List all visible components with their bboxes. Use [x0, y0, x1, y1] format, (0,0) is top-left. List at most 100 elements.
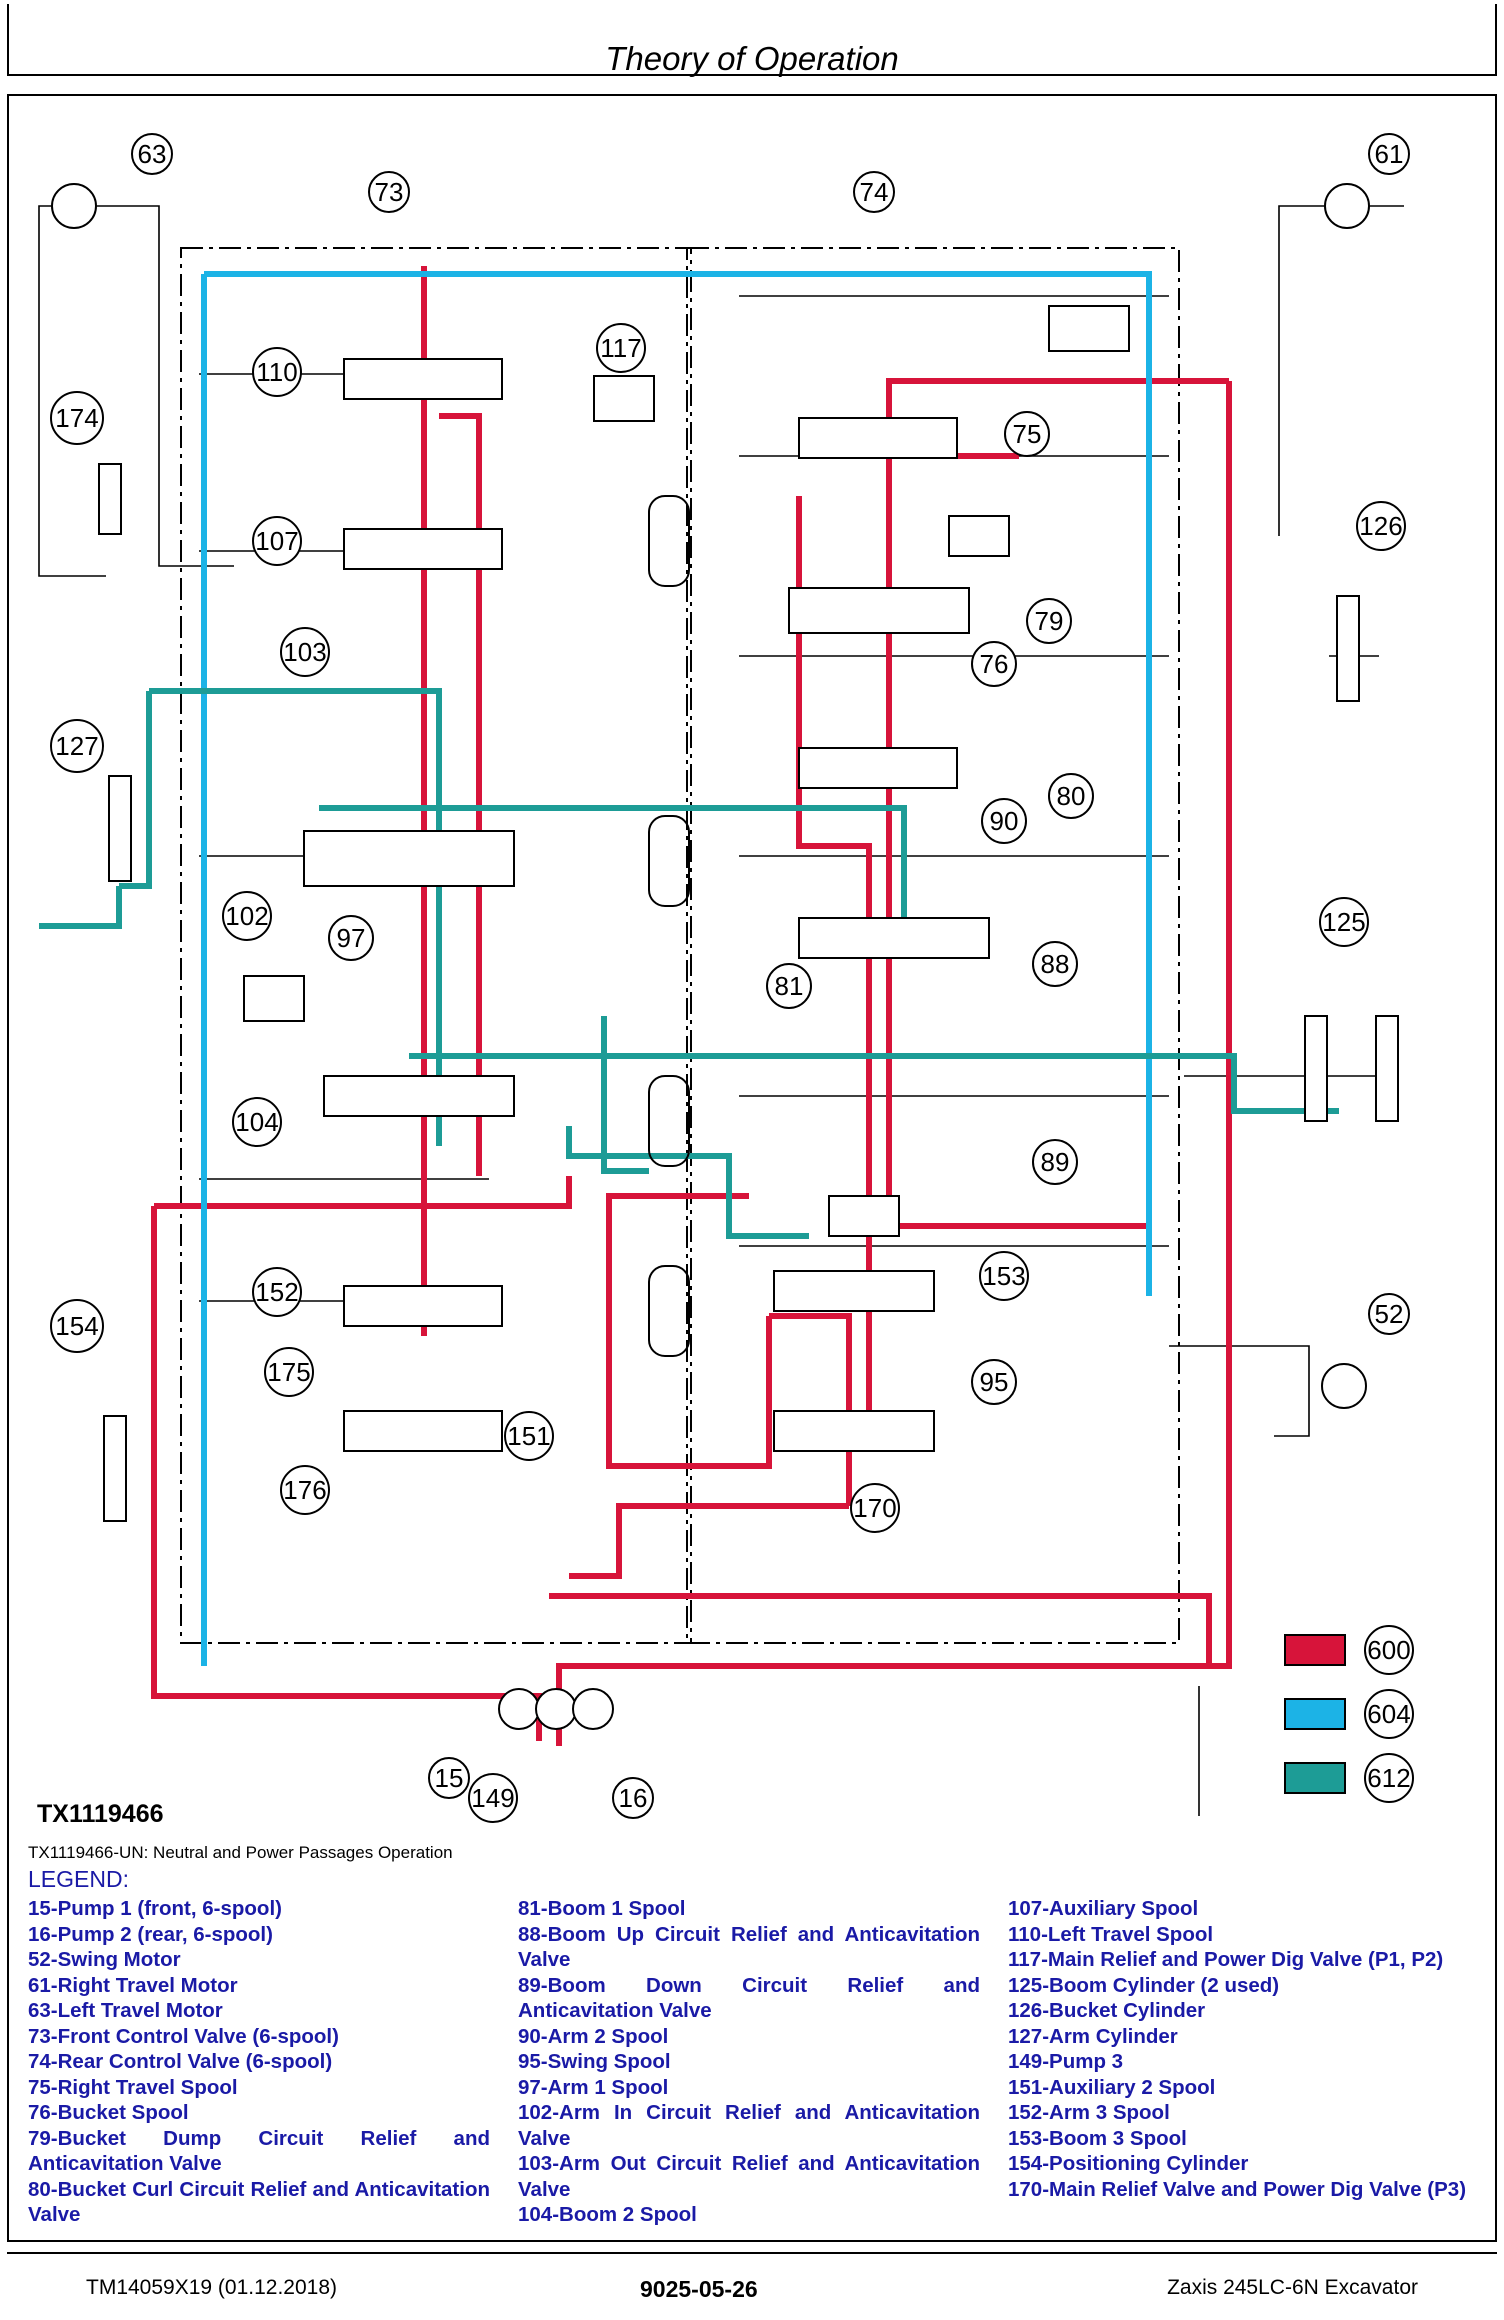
actuators [51, 183, 1399, 1730]
svg-text:170: 170 [853, 1493, 896, 1523]
callout-153: 153 [979, 1251, 1029, 1301]
svg-text:16: 16 [619, 1783, 648, 1813]
svg-text:612: 612 [1367, 1763, 1410, 1793]
svg-text:73: 73 [375, 177, 404, 207]
legend-item: 103-Arm Out Circuit Relief and Anticavit… [518, 2152, 980, 2201]
svg-text:95: 95 [980, 1367, 1009, 1397]
svg-text:89: 89 [1041, 1147, 1070, 1177]
legend-item: 52-Swing Motor [28, 1948, 181, 1971]
legend-item: 125-Boom Cylinder (2 used) [1008, 1973, 1280, 1997]
svg-text:175: 175 [267, 1357, 310, 1387]
callout-117: 117 [596, 323, 646, 373]
legend-item: 97-Arm 1 Spool [518, 2075, 669, 2099]
footer-divider [7, 2252, 1497, 2254]
boom-cylinder-icon [1375, 1015, 1399, 1122]
svg-text:63: 63 [138, 139, 167, 169]
pressure-lines-612 [39, 688, 1339, 1239]
callout-79: 79 [1026, 598, 1072, 644]
svg-text:97: 97 [337, 923, 366, 953]
svg-text:52: 52 [1375, 1299, 1404, 1329]
pump-2-icon [572, 1688, 614, 1730]
pressure-color-key: 600 604 612 [1284, 1625, 1414, 1803]
footer-manual-id: TM14059X19 (01.12.2018) [86, 2276, 338, 2299]
callout-75: 75 [1004, 411, 1050, 457]
callout-80: 80 [1048, 773, 1094, 819]
callout-73: 73 [368, 171, 410, 213]
callout-81: 81 [766, 963, 812, 1009]
callout-174: 174 [50, 391, 104, 445]
legend-item: 88-Boom Up Circuit Relief and Anticavita… [518, 1922, 980, 1972]
pump-3-icon [535, 1688, 577, 1730]
legend-item: 102-Arm In Circuit Relief and Anticavita… [518, 2101, 980, 2150]
svg-text:127: 127 [55, 731, 98, 761]
callout-103: 103 [280, 627, 330, 677]
control-valve-outlines [180, 247, 1180, 1644]
svg-text:153: 153 [982, 1261, 1025, 1291]
callout-176: 176 [280, 1465, 330, 1515]
callout-88: 88 [1032, 941, 1078, 987]
arm-cylinder-icon [108, 775, 132, 882]
legend-item: 76-Bucket Spool [28, 2101, 189, 2124]
legend-item: 153-Boom 3 Spool [1008, 2126, 1187, 2150]
figure-frame [7, 94, 1497, 2242]
legend-item: 117-Main Relief and Power Dig Valve (P1,… [1008, 1948, 1444, 1971]
svg-text:90: 90 [990, 806, 1019, 836]
legend-item: 95-Swing Spool [518, 2050, 671, 2073]
pump-1-icon [498, 1688, 540, 1730]
callout-149: 149 [468, 1773, 518, 1823]
svg-text:151: 151 [507, 1421, 550, 1451]
legend-item: 74-Rear Control Valve (6-spool) [28, 2050, 333, 2073]
callout-127: 127 [50, 719, 104, 773]
footer-page-number: 9025-05-26 [640, 2276, 758, 2302]
legend-item: 154-Positioning Cylinder [1008, 2152, 1249, 2175]
legend-item: 80-Bucket Curl Circuit Relief and Antica… [28, 2177, 490, 2227]
legend-item: 79-Bucket Dump Circuit Relief and Antica… [28, 2126, 490, 2176]
svg-text:174: 174 [55, 403, 98, 433]
svg-text:125: 125 [1322, 907, 1365, 937]
callout-76: 76 [971, 641, 1017, 687]
bucket-cylinder-icon [1336, 595, 1360, 702]
svg-text:74: 74 [860, 177, 889, 207]
callout-125: 125 [1319, 897, 1369, 947]
legend-column-1: 15-Pump 1 (front, 6-spool) 16-Pump 2 (re… [28, 1896, 490, 2228]
legend-item: 151-Auxiliary 2 Spool [1008, 2075, 1216, 2099]
hydraulic-schematic: 63 73 74 61 117 110 75 174 107 126 103 7… [38, 133, 1414, 1823]
legend-item: 75-Right Travel Spool [28, 2075, 238, 2099]
key-swatch-612 [1284, 1762, 1346, 1794]
right-travel-motor-icon [1324, 183, 1370, 229]
svg-text:126: 126 [1359, 511, 1402, 541]
legend-item: 149-Pump 3 [1008, 2050, 1124, 2073]
callout-16: 16 [612, 1777, 654, 1819]
spool-blocks [243, 305, 1130, 1452]
svg-text:104: 104 [235, 1107, 278, 1137]
legend-title: LEGEND: [28, 1866, 129, 1892]
svg-text:149: 149 [471, 1783, 514, 1813]
svg-text:110: 110 [256, 357, 297, 387]
callout-89: 89 [1032, 1139, 1078, 1185]
svg-text:102: 102 [225, 901, 268, 931]
legend-item: 73-Front Control Valve (6-spool) [28, 2024, 339, 2048]
callout-102: 102 [222, 891, 272, 941]
legend-item: 89-Boom Down Circuit Relief and Anticavi… [518, 1973, 980, 2023]
svg-text:88: 88 [1041, 949, 1070, 979]
callout-95: 95 [971, 1359, 1017, 1405]
svg-text:76: 76 [980, 649, 1009, 679]
legend-item: 81-Boom 1 Spool [518, 1897, 686, 1920]
legend-item: 170-Main Relief Valve and Power Dig Valv… [1008, 2177, 1467, 2201]
swing-motor-icon [1321, 1363, 1367, 1409]
legend-item: 110-Left Travel Spool [1008, 1922, 1214, 1946]
callout-110: 110 [252, 347, 302, 397]
callout-74: 74 [853, 171, 895, 213]
legend-item: 107-Auxiliary Spool [1008, 1897, 1199, 1920]
callout-61: 61 [1368, 133, 1410, 175]
callout-151: 151 [504, 1411, 554, 1461]
page-header: Theory of Operation [7, 4, 1497, 77]
callout-175: 175 [264, 1347, 314, 1397]
callout-170: 170 [850, 1483, 900, 1533]
svg-text:176: 176 [283, 1475, 326, 1505]
legend-column-2: 81-Boom 1 Spool 88-Boom Up Circuit Relie… [518, 1896, 980, 2228]
svg-text:80: 80 [1057, 781, 1086, 811]
callout-63: 63 [131, 133, 173, 175]
legend-item: 126-Bucket Cylinder [1008, 1999, 1206, 2022]
svg-text:107: 107 [255, 526, 298, 556]
